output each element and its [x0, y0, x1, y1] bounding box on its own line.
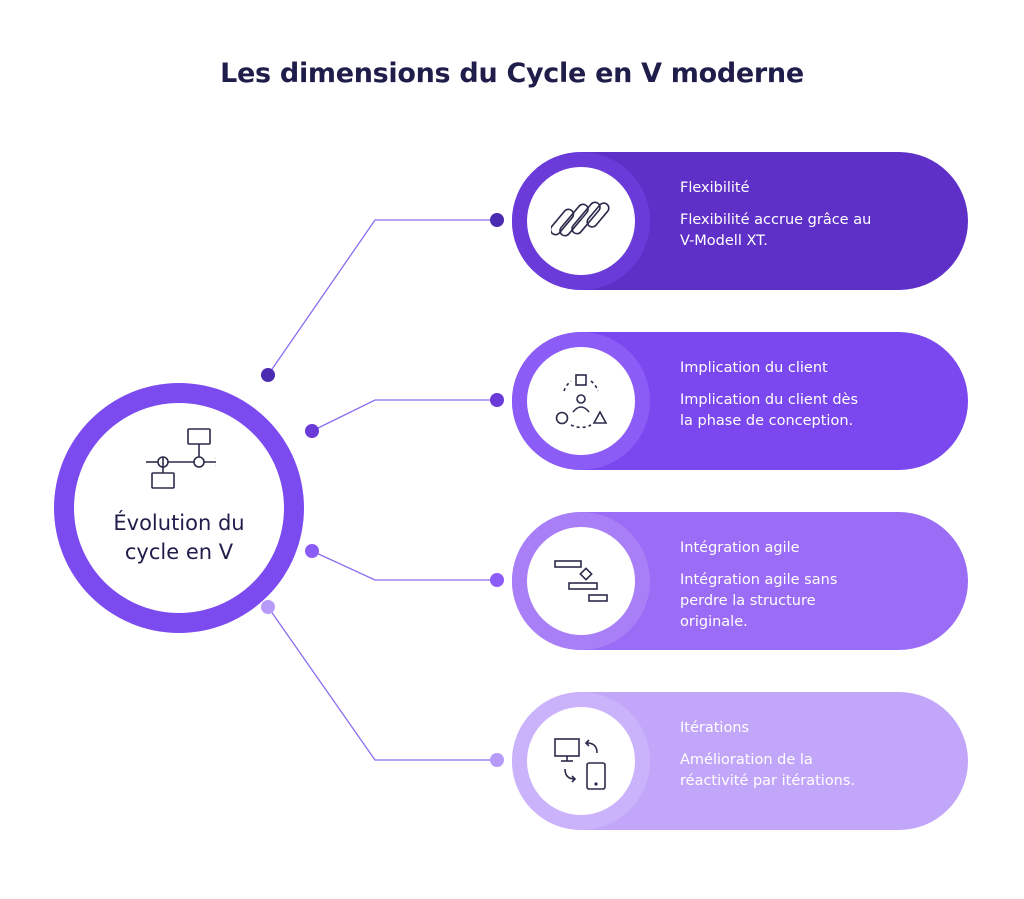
item-icon-holder	[527, 167, 635, 275]
connector-dot-1a	[261, 368, 275, 382]
connector-dot-2a	[305, 424, 319, 438]
connector-dot-3b	[490, 573, 504, 587]
connector-dot-2b	[490, 393, 504, 407]
item-text: Flexibilité Flexibilité accrue grâce au …	[680, 180, 950, 252]
item-icon-holder	[527, 527, 635, 635]
connector-dot-4a	[261, 600, 275, 614]
center-label: Évolution du cycle en V	[94, 509, 264, 567]
item-title: Intégration agile	[680, 540, 800, 556]
item-icon-holder	[527, 347, 635, 455]
item-text: Implication du client Implication du cli…	[680, 360, 950, 432]
connector-dot-1b	[490, 213, 504, 227]
item-flexibility: Flexibilité Flexibilité accrue grâce au …	[512, 152, 968, 290]
center-node: Évolution du cycle en V	[54, 383, 304, 633]
item-desc-line-1: Intégration agile sans	[680, 572, 838, 588]
collaboration-icon	[555, 374, 608, 429]
item-ring	[512, 512, 650, 650]
flowchart-icon	[146, 428, 216, 489]
flexibility-icon	[551, 201, 610, 237]
connector-line-3	[311, 550, 497, 581]
item-title: Implication du client	[680, 360, 828, 376]
item-desc-line-1: Amélioration de la	[680, 752, 813, 768]
item-ring	[512, 332, 650, 470]
item-desc-line-2: perdre la structure	[680, 593, 816, 609]
item-iterations: Itérations Amélioration de la réactivité…	[512, 692, 968, 830]
center-node-inner: Évolution du cycle en V	[74, 403, 284, 613]
item-icon-holder	[527, 707, 635, 815]
connector-line-2	[311, 399, 497, 432]
item-title: Flexibilité	[680, 180, 750, 196]
diagram-title: Les dimensions du Cycle en V moderne	[220, 58, 804, 89]
item-text: Itérations Amélioration de la réactivité…	[680, 720, 950, 792]
center-label-line-2: cycle en V	[124, 540, 234, 564]
devices-sync-icon	[554, 738, 606, 790]
item-desc-line-1: Flexibilité accrue grâce au	[680, 212, 872, 228]
connector-line-4	[267, 606, 497, 761]
connector-line-1	[267, 219, 497, 376]
item-title: Itérations	[680, 720, 750, 736]
item-ring	[512, 692, 650, 830]
item-desc-line-2: la phase de conception.	[680, 413, 854, 429]
connector-dot-3a	[305, 544, 319, 558]
item-desc-line-2: V-Modell XT.	[680, 233, 768, 249]
item-desc-line-3: originale.	[680, 614, 748, 630]
item-client-involvement: Implication du client Implication du cli…	[512, 332, 968, 470]
item-agile-integration: Intégration agile Intégration agile sans…	[512, 512, 968, 650]
connector-dot-4b	[490, 753, 504, 767]
gantt-icon	[554, 560, 608, 602]
item-desc-line-2: réactivité par itérations.	[680, 773, 856, 789]
center-label-line-1: Évolution du	[113, 511, 245, 535]
item-desc-line-1: Implication du client dès	[680, 392, 859, 408]
item-text: Intégration agile Intégration agile sans…	[680, 540, 950, 633]
item-ring	[512, 152, 650, 290]
